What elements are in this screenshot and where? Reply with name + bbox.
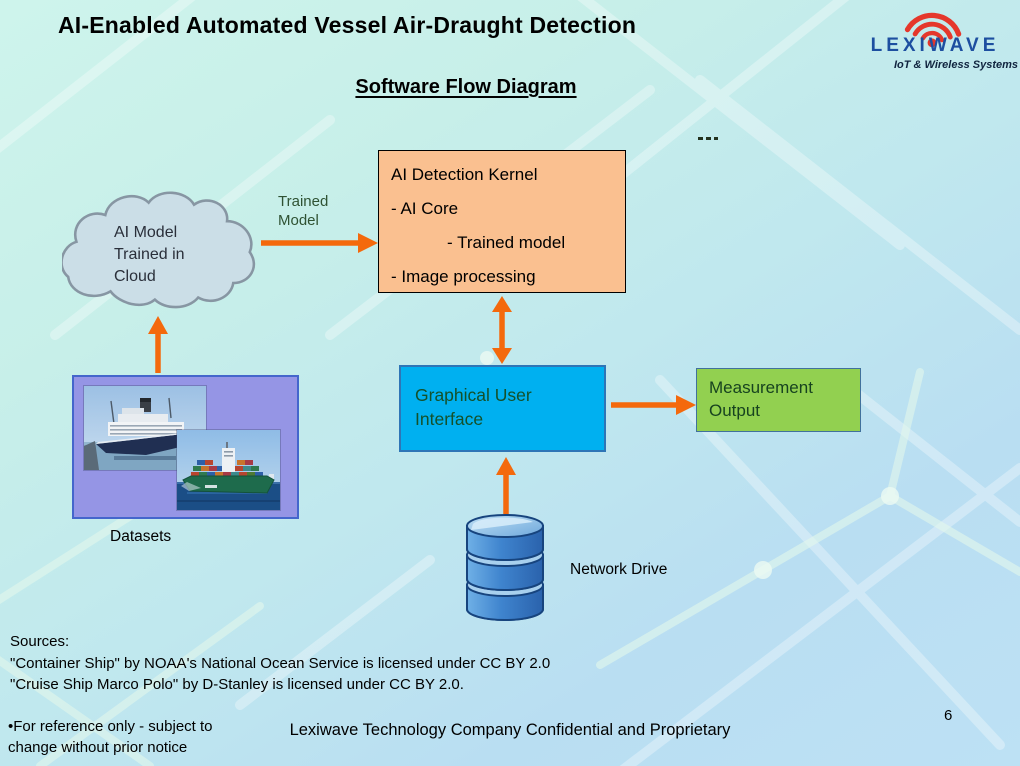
database-icon [466,514,544,621]
measurement-label: Measurement Output [709,378,813,420]
arrow-datasets-to-cloud [148,316,168,373]
datasets-label: Datasets [110,528,172,545]
sources-block: Sources: "Container Ship" by NOAA's Nati… [10,631,550,696]
network-drive-label: Network Drive [570,561,668,578]
lexiwave-logo: LEXIWAVE IoT & Wireless Systems [850,2,1020,82]
logo-wordmark: LEXIWAVE [870,35,1000,56]
cruise-ship-photo [84,386,206,470]
trained-model-label: Trained Model [278,193,329,229]
arrow-drive-to-gui [496,457,516,514]
network-drive-node [463,513,547,625]
kernel-item: - AI Core [391,199,459,218]
gui-label: Graphical User Interface [415,385,532,429]
slide-title: AI-Enabled Automated Vessel Air-Draught … [58,12,637,38]
slide-subtitle: Software Flow Diagram [355,76,577,98]
cloud-label: AI Model Trained in Cloud [114,224,185,285]
cloud-icon [60,191,256,309]
sources-heading: Sources: [10,633,70,650]
arrow-gui-to-measurement [611,395,696,415]
radio-waves-icon [904,12,962,48]
kernel-title: AI Detection Kernel [391,165,538,184]
arrow-cloud-to-kernel [261,233,378,253]
footer-reference-note: •For reference only - subject to change … [8,718,213,756]
logo-tagline: IoT & Wireless Systems [893,59,1018,71]
stray-dash-mark [698,137,718,140]
page-number: 6 [944,707,953,724]
measurement-output-box: Measurement Output [696,368,861,432]
container-ship-photo [177,430,280,510]
graphical-user-interface-box: Graphical User Interface [399,365,606,452]
ai-detection-kernel-box: AI Detection Kernel - AI Core - Trained … [378,150,626,293]
arrow-kernel-gui-bidirectional [492,296,512,364]
cloud-node: AI Model Trained in Cloud [60,184,258,312]
sources-line: "Cruise Ship Marco Polo" by D-Stanley is… [10,676,464,693]
sources-line: "Container Ship" by NOAA's National Ocea… [10,654,551,672]
kernel-item: - Trained model [447,233,566,252]
footer-confidential-text: Lexiwave Technology Company Confidential… [289,721,731,739]
kernel-item: - Image processing [391,267,536,286]
